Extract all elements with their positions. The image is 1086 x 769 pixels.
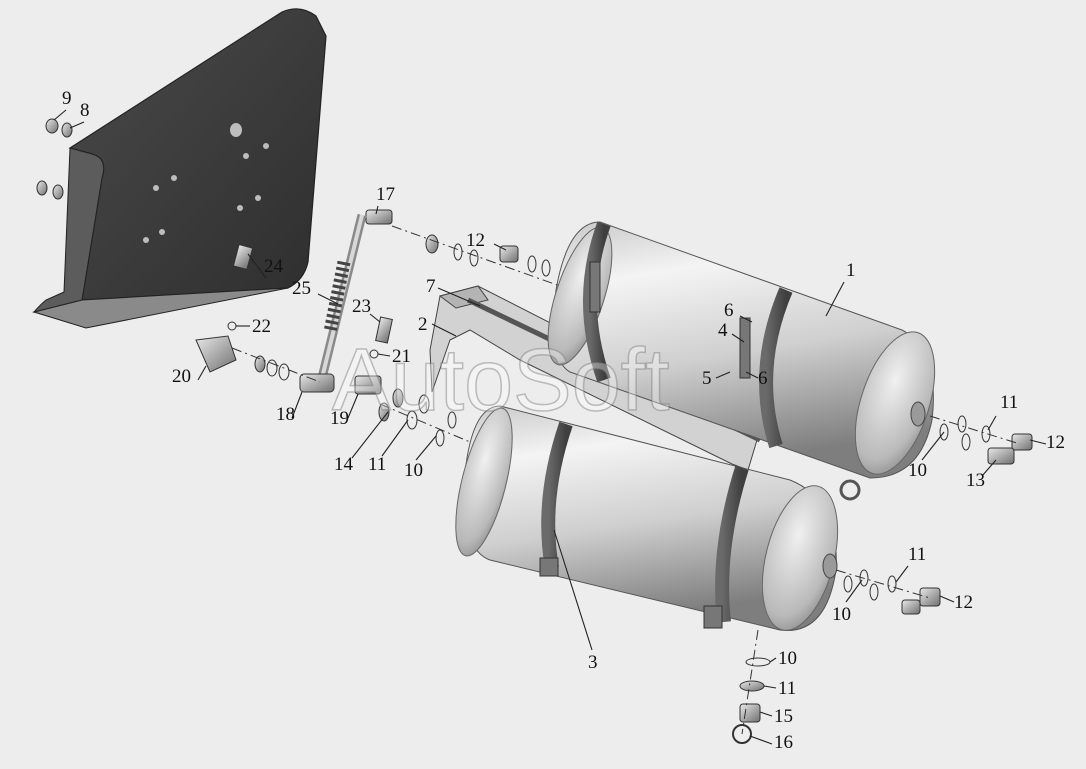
right-fittings: [843, 415, 1033, 615]
callout-c2: 2: [418, 314, 428, 335]
callout-c11c: 11: [908, 544, 926, 565]
callout-c23: 23: [352, 296, 371, 317]
callout-c6a: 6: [724, 300, 734, 321]
leader-line-c10a: [415, 435, 437, 461]
upper-air-tank: [547, 221, 936, 501]
callout-c21: 21: [392, 346, 411, 367]
callout-c12b: 12: [1046, 432, 1065, 453]
callout-c10c: 10: [832, 604, 851, 625]
callout-c17: 17: [376, 184, 395, 205]
callout-c12c: 12: [954, 592, 973, 613]
callout-c14: 14: [334, 454, 354, 475]
callout-c3: 3: [588, 652, 598, 673]
callout-c11a: 11: [368, 454, 386, 475]
leader-line-c6a: [739, 315, 753, 323]
pipe-assembly: [195, 209, 457, 447]
leader-line-c11d: [763, 685, 777, 689]
callout-c18: 18: [276, 404, 295, 425]
leader-line-c10d: [769, 657, 777, 663]
leader-line-c15: [759, 711, 773, 717]
leader-line-c20: [197, 365, 207, 381]
callout-c10a: 10: [404, 460, 423, 481]
leader-line-c11a: [381, 419, 409, 457]
watermark-text: AutoSoft: [332, 330, 670, 429]
callout-c5: 5: [702, 368, 712, 389]
frame-bracket: [32, 8, 327, 329]
callout-c19: 19: [330, 408, 349, 429]
leader-line-c10c: [845, 579, 863, 603]
callout-c22: 22: [252, 316, 271, 337]
leader-line-c9: [53, 109, 67, 121]
callout-c20: 20: [172, 366, 191, 387]
leader-lines: [53, 109, 1047, 745]
callout-c9: 9: [62, 88, 72, 109]
leader-line-c25: [317, 293, 339, 305]
centre-lines: [231, 225, 1021, 735]
leader-line-c16: [749, 735, 773, 745]
leader-line-c13: [981, 459, 997, 477]
leader-line-c4: [731, 333, 745, 343]
leader-line-c17: [375, 205, 379, 215]
leader-line-c12c: [939, 595, 955, 603]
leader-line-c3: [553, 529, 593, 651]
leader-line-c7: [437, 287, 481, 307]
callout-c6b: 6: [758, 368, 768, 389]
callout-c11d: 11: [778, 678, 796, 699]
callout-c24: 24: [264, 256, 284, 277]
callout-c10b: 10: [908, 460, 927, 481]
leader-line-c6b: [745, 371, 759, 379]
callout-c25: 25: [292, 278, 311, 299]
leader-line-c5: [715, 371, 731, 379]
callout-c8: 8: [80, 100, 90, 121]
callout-c13: 13: [966, 470, 985, 491]
leader-line-c2: [431, 323, 457, 337]
upper-line-fittings: [425, 234, 551, 277]
drain-valve-stack: [732, 657, 771, 744]
lower-air-tank: [455, 405, 839, 631]
leader-line-c12b: [1029, 439, 1047, 445]
callout-c10d: 10: [778, 648, 797, 669]
leader-line-c18: [291, 391, 303, 419]
leader-line-c21: [377, 353, 391, 357]
leader-line-c8: [69, 121, 85, 129]
leader-line-c19: [347, 393, 359, 419]
callout-c1: 1: [846, 260, 856, 281]
callout-c7: 7: [426, 276, 436, 297]
callout-c15: 15: [774, 706, 793, 727]
leader-line-c11b: [987, 415, 997, 431]
leader-line-c14: [351, 411, 389, 459]
leader-line-c23: [369, 313, 381, 323]
leader-line-c11c: [895, 565, 909, 583]
leader-line-c10b: [921, 431, 945, 461]
callout-c11b: 11: [1000, 392, 1018, 413]
leader-line-c24: [247, 253, 267, 279]
callout-c4: 4: [718, 320, 728, 341]
leader-line-c1: [825, 281, 845, 317]
leader-line-c12a: [493, 243, 507, 251]
callout-c12a: 12: [466, 230, 485, 251]
nut-set: [36, 118, 73, 200]
callout-c16: 16: [774, 732, 793, 753]
